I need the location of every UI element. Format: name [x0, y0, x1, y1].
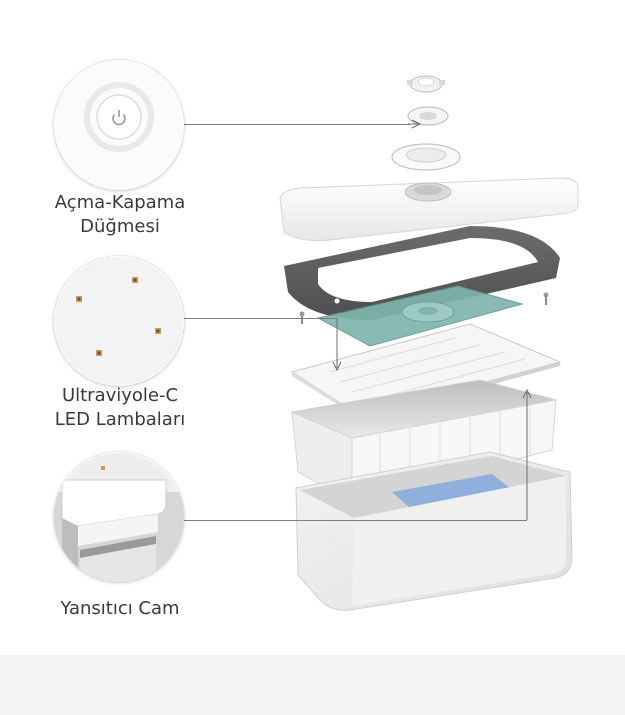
screw-parts [299, 292, 549, 324]
power-button-label-line2: Düğmesi [80, 216, 160, 237]
button-ring-part [407, 106, 449, 126]
uvc-leds-label-line2: LED Lambaları [54, 409, 186, 430]
leader-line-power-button [184, 124, 410, 125]
uvc-leds-callout-circle [54, 256, 184, 386]
teal-circuit-board-part [316, 285, 524, 347]
reflective-glass-label-line1: Yansıtıcı Cam [60, 598, 180, 619]
uvc-leds-label: Ultraviyole-C LED Lambaları [20, 384, 220, 432]
button-cap-part [407, 75, 445, 93]
button-gasket-part [391, 143, 461, 171]
power-button-label-line1: Açma-Kapama [54, 192, 186, 213]
leader-arrows [332, 119, 532, 520]
gray-frame-part [284, 226, 560, 320]
leader-line-uvc-leds [184, 318, 337, 319]
reflective-glass-callout-circle [54, 452, 184, 582]
bottom-background-band [0, 655, 625, 715]
mirror-icon [54, 453, 184, 582]
power-button-label: Açma-Kapama Düğmesi [20, 191, 220, 239]
led-icon [55, 257, 183, 385]
base-housing-part [295, 451, 573, 611]
power-button-callout-circle [54, 60, 184, 190]
power-icon [55, 61, 183, 189]
leader-line-reflective-glass [184, 520, 527, 521]
top-lid-part [279, 177, 579, 242]
reflective-glass-label: Yansıtıcı Cam [20, 597, 220, 621]
uvc-leds-label-line1: Ultraviyole-C [61, 385, 179, 406]
